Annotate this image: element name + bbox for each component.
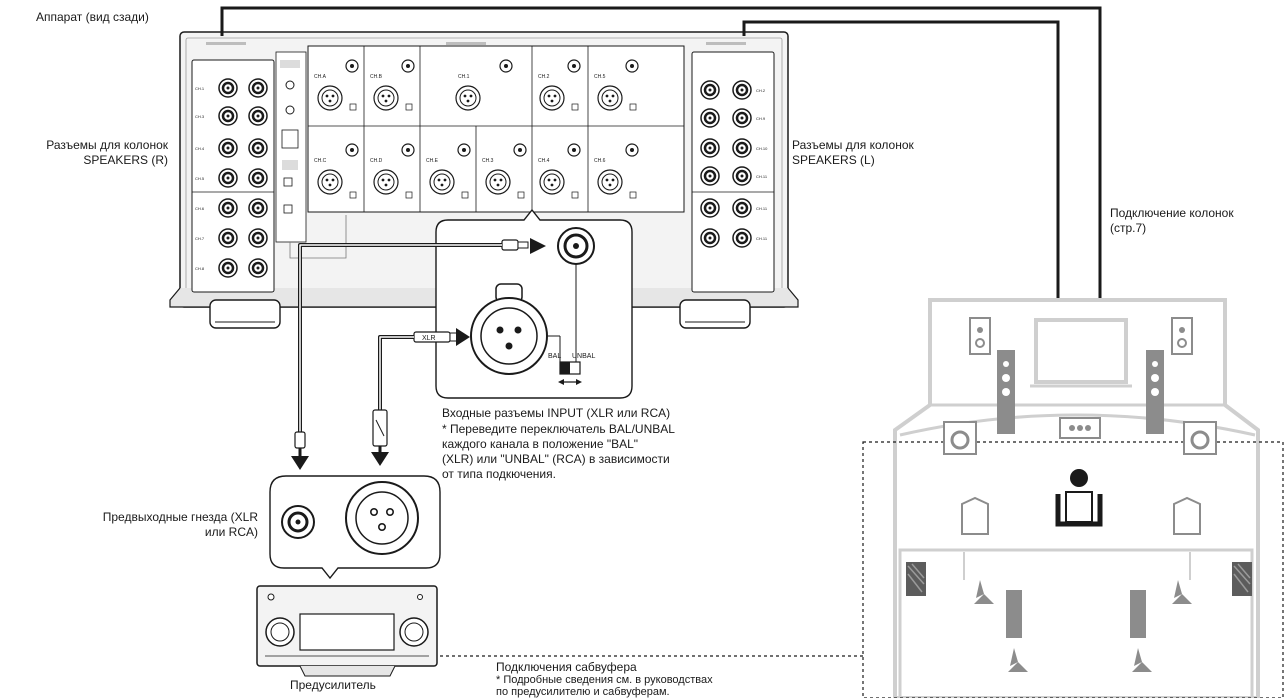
rca-input-jack xyxy=(557,227,595,265)
svg-text:CH.6: CH.6 xyxy=(195,206,205,211)
preout-label: Предвыходные гнезда (XLR или RCA) xyxy=(102,510,258,539)
rear-speaker-right-icon xyxy=(1130,590,1146,638)
room-layout xyxy=(862,298,1284,698)
svg-text:CH.5: CH.5 xyxy=(195,176,205,181)
svg-text:CH.10: CH.10 xyxy=(756,146,768,151)
svg-text:CH.11: CH.11 xyxy=(756,206,768,211)
signal-cables xyxy=(298,243,502,432)
subwoofer-zone xyxy=(862,441,1284,698)
center-speaker-icon xyxy=(1059,417,1101,439)
input-detail-callout: BAL UNBAL XLR xyxy=(413,208,633,399)
speakers-l-label: Разъемы для колонок SPEAKERS (L) xyxy=(792,138,914,167)
rear-speaker-left-icon xyxy=(1006,590,1022,638)
bal-unbal-switch: BAL UNBAL xyxy=(548,353,595,385)
subwoofer-connection-note: * Подробные сведения см. в руководствах … xyxy=(496,674,713,698)
input-connectors-title: Входные разъемы INPUT (XLR или RCA) xyxy=(442,406,671,420)
input-ch-label: CH.2 xyxy=(538,74,550,80)
input-ch-label: CH.1 xyxy=(458,74,470,80)
preamp-cable-plugs xyxy=(291,409,389,470)
input-connectors-note: * Переведите переключатель BAL/UNBAL каж… xyxy=(442,422,675,481)
unit-rear-label: Аппарат (вид сзади) xyxy=(36,10,149,24)
preout-rca-jack xyxy=(281,505,315,539)
speaker-cables xyxy=(220,6,1102,300)
svg-text:CH.1: CH.1 xyxy=(195,86,205,91)
speaker-connection-label: Подключение колонок (стр.7) xyxy=(1110,206,1234,235)
input-ch-label: CH.E xyxy=(426,158,439,164)
input-ch-label: CH.A xyxy=(314,74,327,80)
input-ch-label: CH.3 xyxy=(482,158,494,164)
front-height-speaker-right-icon xyxy=(1171,317,1193,355)
input-ch-label: CH.4 xyxy=(538,158,550,164)
surround-speaker-left-icon xyxy=(961,496,989,535)
front-height-speaker-left-icon xyxy=(969,317,991,355)
surround-back-speaker-left-icon xyxy=(906,562,926,596)
amplifier-rear-panel: CH.1CH.3 CH.4CH.5 CH.6CH.7 CH.8 xyxy=(169,31,799,329)
preamp-device xyxy=(256,585,438,677)
subwoofer-connection-title: Подключения сабвуфера xyxy=(496,660,637,674)
front-speaker-left-icon xyxy=(997,350,1015,434)
front-speaker-right-icon xyxy=(1146,350,1164,434)
rca-plug xyxy=(501,238,546,254)
svg-text:CH.11: CH.11 xyxy=(756,236,768,241)
speakers-r-terminals xyxy=(192,77,274,279)
input-ch-label: CH.5 xyxy=(594,74,606,80)
input-ch-label: CH.D xyxy=(370,158,383,164)
svg-text:CH.9: CH.9 xyxy=(756,116,766,121)
preamp-label: Предусилитель xyxy=(290,678,376,692)
subwoofer-right-icon xyxy=(1183,421,1217,455)
unbal-label: UNBAL xyxy=(572,353,595,360)
bal-label: BAL xyxy=(548,353,561,360)
xlr-input-jack xyxy=(470,283,548,375)
speaker-stand-icons xyxy=(974,580,1192,672)
svg-text:CH.3: CH.3 xyxy=(195,114,205,119)
svg-text:CH.7: CH.7 xyxy=(195,236,205,241)
svg-text:CH.4: CH.4 xyxy=(195,146,205,151)
input-ch-label: CH.C xyxy=(314,158,327,164)
preout-xlr-jack xyxy=(345,481,419,555)
preout-callout xyxy=(269,475,441,580)
speakers-r-label: Разъемы для колонок SPEAKERS (R) xyxy=(46,138,168,167)
listener-icon xyxy=(1055,469,1103,527)
surround-speaker-right-icon xyxy=(1173,496,1201,535)
surround-back-speaker-right-icon xyxy=(1232,562,1252,596)
xlr-plug-label: XLR xyxy=(422,335,436,342)
subwoofer-left-icon xyxy=(943,421,977,455)
tv-icon xyxy=(1034,318,1128,384)
input-ch-label: CH.6 xyxy=(594,158,606,164)
svg-text:CH.11: CH.11 xyxy=(756,174,768,179)
svg-text:CH.2: CH.2 xyxy=(756,88,766,93)
input-ch-label: CH.B xyxy=(370,74,383,80)
svg-text:CH.8: CH.8 xyxy=(195,266,205,271)
